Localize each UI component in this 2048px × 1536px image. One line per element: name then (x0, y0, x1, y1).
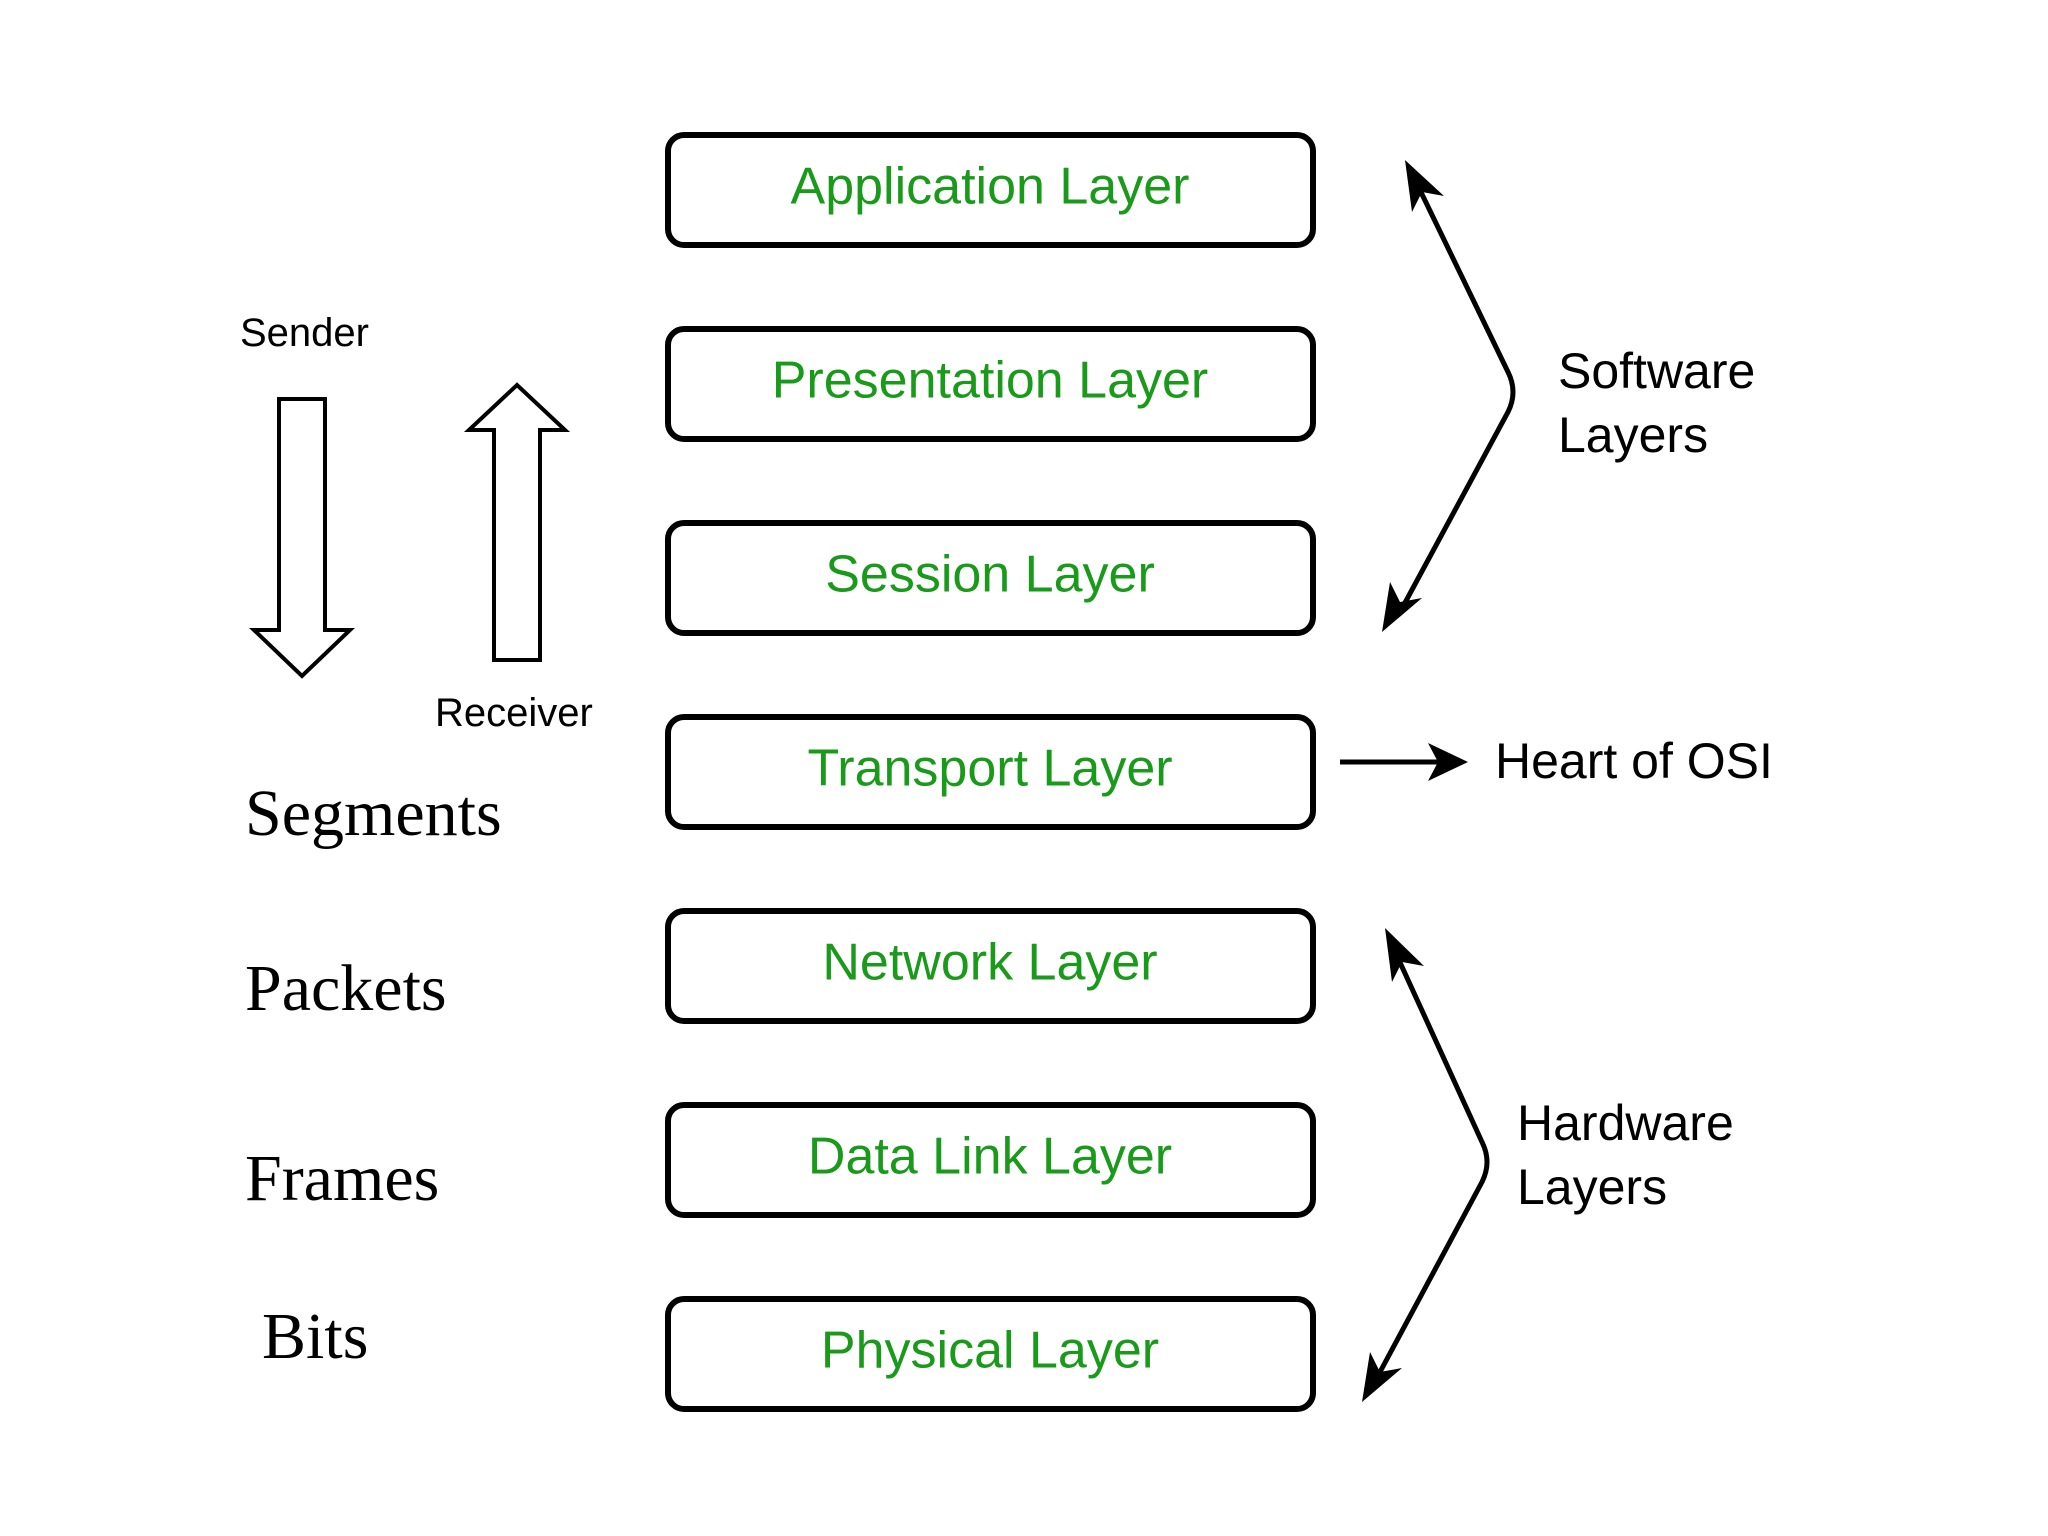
transport-layer-box (665, 714, 1316, 830)
software-layers-label-line1: Software (1558, 343, 1755, 399)
hardware-layers-group: Hardware Layers (1362, 928, 1734, 1402)
presentation-layer: Presentation Layer (665, 326, 1316, 442)
up-arrow-icon (463, 382, 571, 662)
physical-layer-label: Physical Layer (821, 1322, 1159, 1380)
session-layer: Session Layer (665, 520, 1316, 636)
physical-layer-box (665, 1296, 1316, 1412)
heart-of-osi-label: Heart of OSI (1495, 733, 1773, 789)
network-layer-label: Network Layer (822, 934, 1157, 992)
arrowhead-icon (1405, 160, 1444, 212)
application-layer: Application Layer (665, 132, 1316, 248)
transport-layer: Transport Layer (665, 714, 1316, 830)
hardware-layers-label-line2: Layers (1517, 1159, 1667, 1215)
application-layer-box (665, 132, 1316, 248)
presentation-layer-box (665, 326, 1316, 442)
layer-stack: Application Layer Presentation Layer Ses… (665, 132, 1316, 1412)
receiver-label: Receiver (435, 691, 593, 735)
data-link-layer-label: Data Link Layer (808, 1128, 1172, 1186)
bits-label: Bits (262, 1300, 368, 1373)
arrowhead-icon (1382, 582, 1422, 632)
session-layer-box (665, 520, 1316, 636)
sender-label: Sender (240, 311, 369, 355)
packets-label: Packets (245, 952, 447, 1025)
arrow-right-icon (1428, 743, 1468, 781)
arrowhead-icon (1385, 928, 1424, 982)
data-units: Segments Packets Frames Bits (245, 777, 502, 1373)
session-layer-label: Session Layer (825, 546, 1155, 604)
software-bracket (1397, 184, 1516, 614)
data-link-layer-box (665, 1102, 1316, 1218)
sender-indicator: Sender (240, 311, 369, 679)
presentation-layer-label: Presentation Layer (772, 352, 1209, 410)
software-layers-group: Software Layers (1382, 160, 1755, 632)
down-arrow-icon (249, 397, 355, 679)
receiver-indicator: Receiver (435, 382, 593, 735)
network-layer-box (665, 908, 1316, 1024)
application-layer-label: Application Layer (791, 158, 1190, 216)
physical-layer: Physical Layer (665, 1296, 1316, 1412)
frames-label: Frames (245, 1142, 439, 1215)
hardware-bracket (1377, 956, 1490, 1374)
hardware-layers-label-line1: Hardware (1517, 1095, 1734, 1151)
data-link-layer: Data Link Layer (665, 1102, 1316, 1218)
heart-of-osi-group: Heart of OSI (1340, 733, 1773, 789)
software-layers-label-line2: Layers (1558, 407, 1708, 463)
network-layer: Network Layer (665, 908, 1316, 1024)
arrowhead-icon (1362, 1352, 1402, 1402)
segments-label: Segments (245, 777, 502, 850)
transport-layer-label: Transport Layer (807, 740, 1172, 798)
